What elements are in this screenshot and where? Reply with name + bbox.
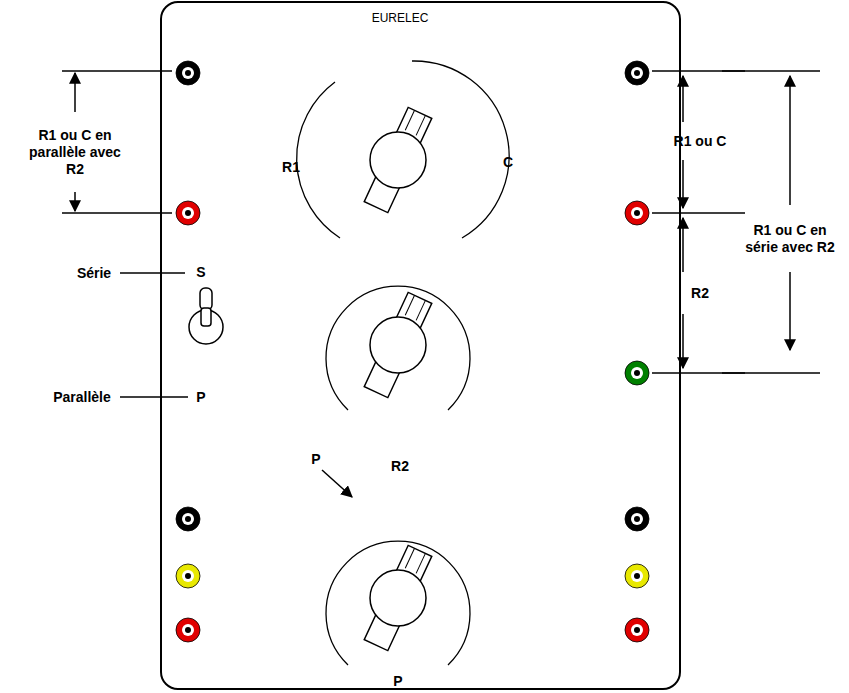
jack-socket <box>182 513 194 525</box>
jack-socket <box>182 570 194 582</box>
switch-position: P <box>196 389 205 406</box>
equipment-panel: EURELEC <box>160 1 681 690</box>
jack-socket <box>631 624 643 636</box>
jack-socket <box>625 507 649 531</box>
bracket-label: R2 <box>691 285 709 302</box>
jack-socket <box>625 618 649 642</box>
jack-socket <box>631 513 643 525</box>
jack-socket <box>176 507 200 531</box>
jack-socket <box>631 207 643 219</box>
jack-socket <box>182 624 194 636</box>
jack-socket <box>185 573 191 579</box>
jack-socket <box>631 570 643 582</box>
bracket-label: R1 ou C <box>674 133 727 150</box>
jack-socket <box>625 61 649 85</box>
scale-label: R1 <box>282 159 300 176</box>
switch-position: S <box>196 264 205 281</box>
bracket-label: R1 ou C en parallèle avec R2 <box>27 127 123 178</box>
jack-socket <box>634 627 640 633</box>
jack-socket <box>185 627 191 633</box>
jack-socket <box>634 573 640 579</box>
brand-name: EURELEC <box>372 11 429 25</box>
jack-socket <box>625 361 649 385</box>
jack-socket <box>176 201 200 225</box>
scale-label: P <box>393 673 402 690</box>
scale-label: C <box>503 154 513 171</box>
switch-label: Série <box>77 265 111 282</box>
jack-socket <box>634 516 640 522</box>
jack-socket <box>634 370 640 376</box>
jack-socket <box>631 67 643 79</box>
jack-socket <box>182 67 194 79</box>
jack-socket <box>176 564 200 588</box>
jack-socket <box>182 207 194 219</box>
jack-socket <box>185 516 191 522</box>
jack-socket <box>625 564 649 588</box>
jack-socket <box>634 210 640 216</box>
jack-socket <box>634 70 640 76</box>
jack-socket <box>176 61 200 85</box>
jack-socket <box>176 618 200 642</box>
bracket-label: R1 ou C en série avec R2 <box>744 222 836 256</box>
scale-label: R2 <box>391 458 409 475</box>
jack-socket <box>185 210 191 216</box>
jack-socket <box>625 201 649 225</box>
switch-label: Parallèle <box>53 389 111 406</box>
jack-socket <box>185 70 191 76</box>
jack-socket <box>631 367 643 379</box>
pointer-label: P <box>311 451 320 468</box>
